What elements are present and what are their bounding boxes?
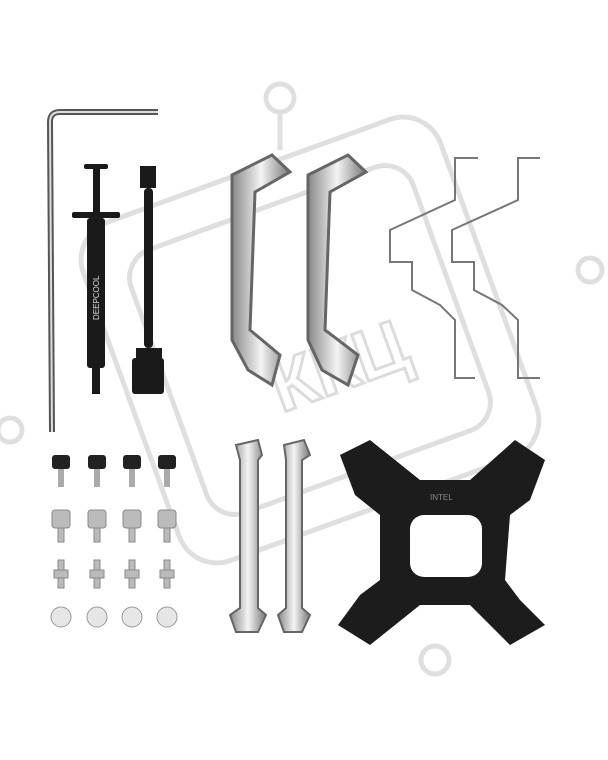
wire-clips [389,157,540,379]
intel-backplate: INTEL [338,440,545,645]
thermal-paste-syringe: DEEPCOOL [72,164,120,394]
mounting-bracket-right [306,153,369,388]
studs-row3 [53,559,175,589]
syringe-brand-text: DEEPCOOL [92,275,101,320]
backplate-label: INTEL [430,493,453,502]
straight-brackets [228,438,312,633]
screws [50,455,178,628]
fan-cable [132,166,164,394]
washers-row4 [50,606,178,628]
standoffs-row2 [51,509,177,543]
hex-key [46,109,158,433]
mounting-bracket-left [230,153,293,388]
thumb-screws-row1 [52,455,176,487]
